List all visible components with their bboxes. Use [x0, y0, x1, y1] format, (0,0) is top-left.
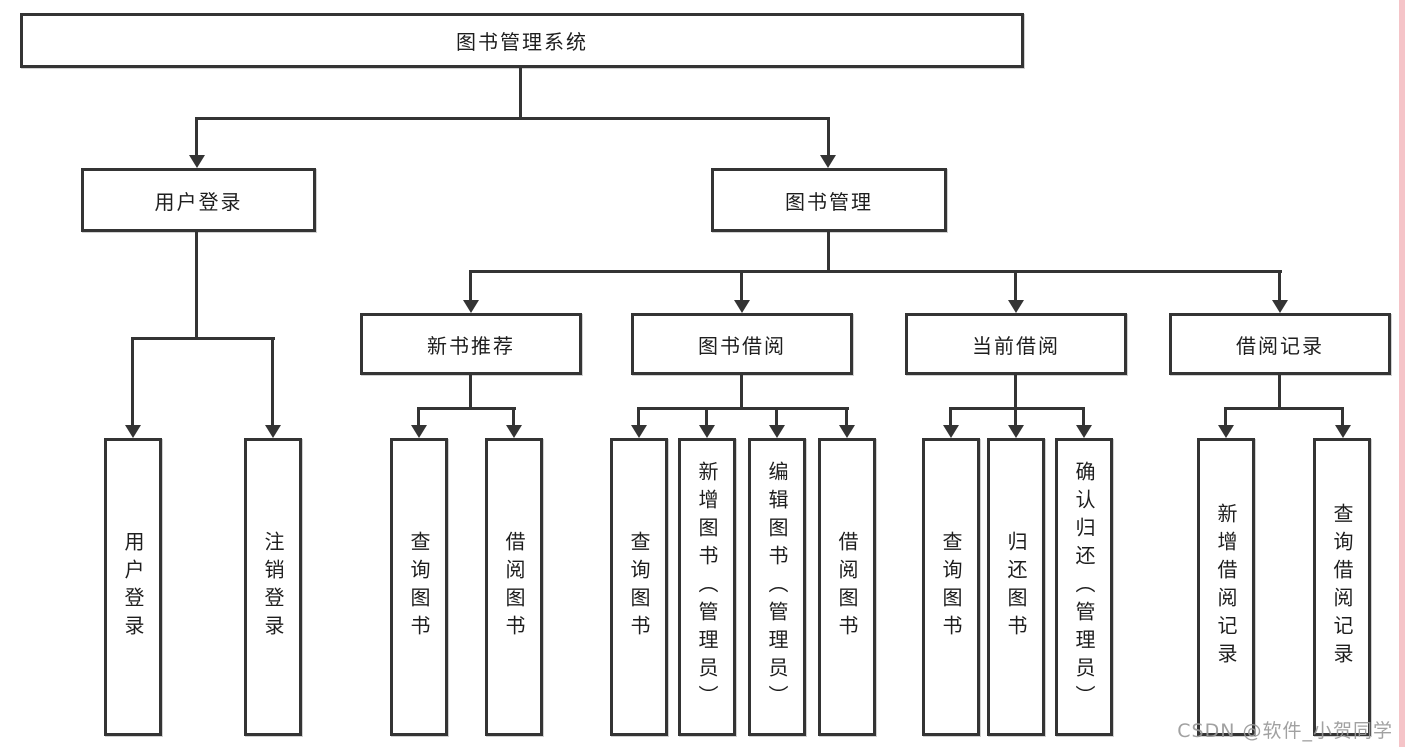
arrowhead-logout-leaf	[265, 425, 281, 438]
node-book-management: 图书管理	[711, 168, 947, 232]
leaf-bb-query-books: 查询图书	[610, 438, 668, 736]
connector-book-mgmt-bar	[469, 270, 1282, 273]
leaf-bb-query-books-label: 查询图书	[627, 531, 651, 643]
arrowhead-login-leaf	[125, 425, 141, 438]
node-borrowing-records-label: 借阅记录	[1236, 333, 1324, 358]
leaf-br-query-record: 查询借阅记录	[1313, 438, 1371, 736]
node-user-login: 用户登录	[81, 168, 316, 232]
leaf-logout: 注销登录	[244, 438, 302, 736]
arrowhead-bb-add	[699, 425, 715, 438]
arrowhead-current-borrow	[1008, 300, 1024, 313]
node-library-system: 图书管理系统	[20, 13, 1024, 68]
connector-root-stem	[519, 68, 522, 117]
node-book-management-label: 图书管理	[785, 189, 873, 214]
connector-drop-br-query	[1341, 407, 1344, 425]
connector-drop-nb-borrow	[512, 407, 515, 425]
arrowhead-nb-query	[411, 425, 427, 438]
arrowhead-br-query	[1335, 425, 1351, 438]
connector-borrow-record-bar	[1224, 407, 1344, 410]
leaf-bb-edit-books-admin: 编辑图书（管理员）	[748, 438, 806, 736]
connector-new-book-bar	[417, 407, 516, 410]
node-borrowing-records: 借阅记录	[1169, 313, 1391, 375]
connector-current-borrow-stem	[1014, 375, 1017, 407]
leaf-bb-edit-books-admin-label: 编辑图书（管理员）	[765, 461, 789, 713]
arrowhead-user-login	[189, 155, 205, 168]
leaf-logout-label: 注销登录	[261, 531, 285, 643]
leaf-nb-query-books: 查询图书	[390, 438, 448, 736]
leaf-cb-return-books-label: 归还图书	[1004, 531, 1028, 643]
node-current-borrowing-label: 当前借阅	[972, 333, 1060, 358]
leaf-cb-return-books: 归还图书	[987, 438, 1045, 736]
connector-book-borrow-stem	[740, 375, 743, 407]
connector-book-mgmt-stem	[827, 232, 830, 270]
connector-drop-logout-leaf	[271, 337, 274, 425]
arrowhead-bb-query	[631, 425, 647, 438]
leaf-cb-query-books: 查询图书	[922, 438, 980, 736]
leaf-nb-borrow-books: 借阅图书	[485, 438, 543, 736]
leaf-user-login-label: 用户登录	[121, 531, 145, 643]
connector-user-login-bar	[131, 337, 275, 340]
connector-drop-book-mgmt	[827, 117, 830, 156]
arrowhead-cb-query	[943, 425, 959, 438]
connector-drop-cb-confirm	[1082, 407, 1085, 425]
connector-drop-current-borrow	[1014, 270, 1017, 301]
connector-drop-user-login	[195, 117, 198, 156]
right-accent-strip	[1399, 0, 1405, 747]
connector-drop-bb-query	[637, 407, 640, 425]
leaf-cb-confirm-return-admin-label: 确认归还（管理员）	[1072, 461, 1096, 713]
leaf-br-query-record-label: 查询借阅记录	[1330, 503, 1354, 671]
connector-drop-cb-query	[949, 407, 952, 425]
connector-drop-bb-edit	[775, 407, 778, 425]
leaf-br-add-record: 新增借阅记录	[1197, 438, 1255, 736]
leaf-bb-borrow-books: 借阅图书	[818, 438, 876, 736]
arrowhead-cb-confirm	[1076, 425, 1092, 438]
connector-drop-nb-query	[417, 407, 420, 425]
arrowhead-book-borrow	[734, 300, 750, 313]
connector-drop-cb-return	[1014, 407, 1017, 425]
connector-new-book-stem	[469, 375, 472, 407]
arrowhead-book-mgmt	[820, 155, 836, 168]
node-book-borrowing: 图书借阅	[631, 313, 853, 375]
connector-drop-book-borrow	[740, 270, 743, 301]
connector-book-borrow-bar	[637, 407, 849, 410]
connector-drop-br-add	[1224, 407, 1227, 425]
leaf-cb-confirm-return-admin: 确认归还（管理员）	[1055, 438, 1113, 736]
connector-current-borrow-bar	[949, 407, 1085, 410]
leaf-nb-borrow-books-label: 借阅图书	[502, 531, 526, 643]
connector-drop-bb-add	[705, 407, 708, 425]
connector-drop-bb-borrow	[845, 407, 848, 425]
connector-root-bar	[196, 117, 830, 120]
connector-drop-borrow-record	[1278, 270, 1281, 301]
node-book-borrowing-label: 图书借阅	[698, 333, 786, 358]
leaf-bb-add-books-admin: 新增图书（管理员）	[678, 438, 736, 736]
leaf-br-add-record-label: 新增借阅记录	[1214, 503, 1238, 671]
node-current-borrowing: 当前借阅	[905, 313, 1127, 375]
arrowhead-borrow-record	[1272, 300, 1288, 313]
arrowhead-nb-borrow	[506, 425, 522, 438]
node-library-system-label: 图书管理系统	[456, 30, 588, 54]
node-new-book-recommend: 新书推荐	[360, 313, 582, 375]
csdn-watermark: CSDN @软件_小贺同学	[1177, 720, 1393, 742]
connector-user-login-stem	[195, 232, 198, 337]
leaf-cb-query-books-label: 查询图书	[939, 531, 963, 643]
arrowhead-bb-borrow	[839, 425, 855, 438]
arrowhead-cb-return	[1008, 425, 1024, 438]
arrowhead-br-add	[1218, 425, 1234, 438]
node-user-login-label: 用户登录	[154, 189, 243, 214]
connector-drop-login-leaf	[131, 337, 134, 425]
arrowhead-new-book	[463, 300, 479, 313]
leaf-user-login: 用户登录	[104, 438, 162, 736]
arrowhead-bb-edit	[769, 425, 785, 438]
connector-drop-new-book	[469, 270, 472, 301]
connector-borrow-record-stem	[1278, 375, 1281, 407]
node-new-book-recommend-label: 新书推荐	[427, 333, 515, 358]
leaf-bb-add-books-admin-label: 新增图书（管理员）	[695, 461, 719, 713]
leaf-bb-borrow-books-label: 借阅图书	[835, 531, 859, 643]
leaf-nb-query-books-label: 查询图书	[407, 531, 431, 643]
